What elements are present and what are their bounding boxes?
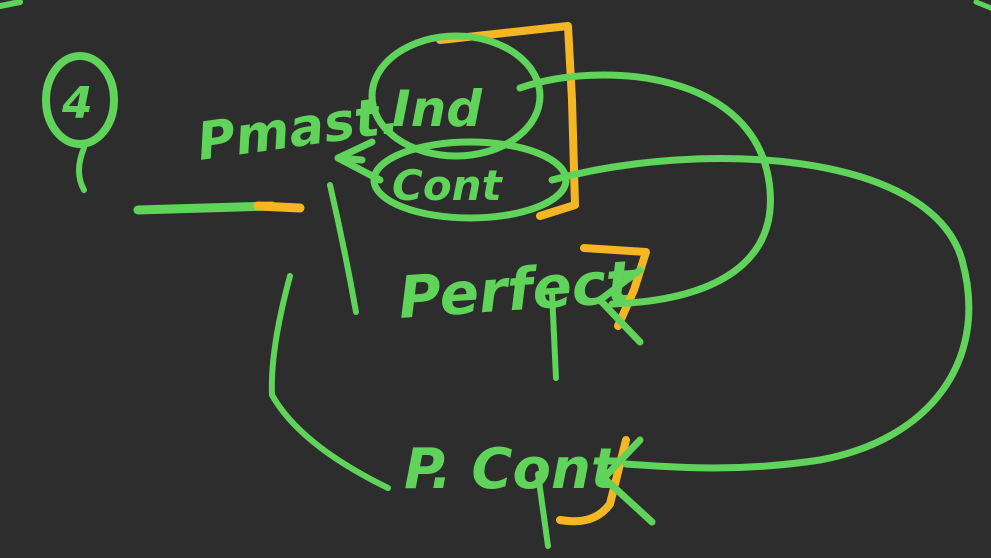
corner-stroke-left [0, 0, 23, 9]
number-tail [76, 145, 87, 193]
arrow-to-main-shaft [334, 154, 366, 164]
p-cont-t-stroke [535, 471, 551, 549]
cont-label: Cont [392, 161, 504, 210]
arrow-head-perfect [596, 266, 644, 346]
bracket-to-p-cont [268, 273, 391, 491]
number-circle [42, 52, 118, 148]
arrow-cont-to-p-cont [548, 155, 973, 472]
vertical-stroke-center [327, 182, 359, 315]
blank-line-highlight [253, 201, 305, 213]
bracket-top-group [436, 22, 579, 220]
perfect-label: Perfect [396, 248, 638, 332]
number-label: 4 [61, 78, 93, 129]
blank-line [133, 201, 277, 215]
arrow-indef-to-perfect [516, 71, 774, 308]
p-cont-highlight [556, 436, 630, 526]
number-marker: 4 [42, 52, 118, 193]
p-cont-label: P. Cont [404, 437, 620, 502]
corner-stroke-right [973, 0, 991, 11]
indef-label: Ind [392, 80, 483, 138]
arrow-head-p-cont [600, 436, 656, 526]
indef-circle [368, 32, 544, 160]
perfect-t-stroke [549, 289, 559, 381]
